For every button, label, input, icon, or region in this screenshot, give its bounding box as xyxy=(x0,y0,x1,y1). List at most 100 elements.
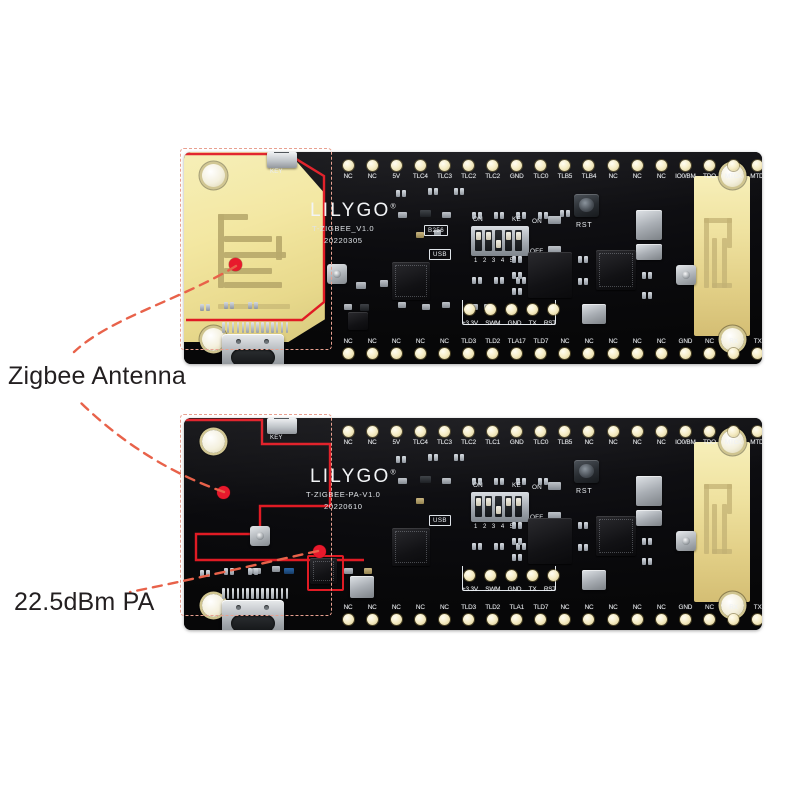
header-pad[interactable] xyxy=(511,348,523,359)
prog-pad[interactable] xyxy=(506,304,517,315)
reset-button[interactable] xyxy=(574,194,599,217)
header-pin[interactable]: TDO xyxy=(697,426,721,447)
header-pin[interactable]: TLD3 xyxy=(456,338,480,359)
header-pad[interactable] xyxy=(414,348,426,359)
prog-pad[interactable] xyxy=(464,304,475,315)
header-pad[interactable] xyxy=(438,426,450,437)
header-pad[interactable] xyxy=(655,426,667,437)
ufl-connector[interactable] xyxy=(327,264,347,284)
header-pad[interactable] xyxy=(631,426,643,437)
header-pin[interactable]: NC xyxy=(649,426,673,447)
header-pin[interactable]: NC xyxy=(336,426,360,447)
header-pad[interactable] xyxy=(342,426,354,437)
header-pad[interactable] xyxy=(631,160,643,171)
header-pin[interactable]: NC xyxy=(408,604,432,625)
header-pin[interactable]: MTDI xyxy=(746,426,762,447)
header-pin[interactable]: GND xyxy=(505,160,529,181)
header-pad[interactable] xyxy=(631,614,643,625)
prog-pad[interactable] xyxy=(485,304,496,315)
header-pad[interactable] xyxy=(438,348,450,359)
header-pin[interactable]: NC xyxy=(336,338,360,359)
header-pad[interactable] xyxy=(679,426,691,437)
header-pin[interactable]: MTDI xyxy=(746,160,762,181)
header-pin[interactable]: TLB4 xyxy=(577,160,601,181)
header-pad[interactable] xyxy=(487,348,499,359)
header-pin[interactable]: NC xyxy=(625,604,649,625)
header-pad[interactable] xyxy=(679,160,691,171)
header-top-row[interactable]: NCNC5VTLC4TLC3TLC2TLC1GNDTLC0TLB5NCNCNCN… xyxy=(336,426,762,447)
header-pad[interactable] xyxy=(511,614,523,625)
header-pin[interactable]: TLA1 xyxy=(505,604,529,625)
header-pad[interactable] xyxy=(607,160,619,171)
header-pad[interactable] xyxy=(752,160,762,171)
header-pin[interactable]: TLC0 xyxy=(529,426,553,447)
header-pad[interactable] xyxy=(487,614,499,625)
header-pad[interactable] xyxy=(414,426,426,437)
header-pin[interactable]: NC xyxy=(360,426,384,447)
header-pin[interactable]: NC xyxy=(432,604,456,625)
header-pad[interactable] xyxy=(655,348,667,359)
prog-header-pads[interactable] xyxy=(464,570,559,581)
header-pin[interactable]: TLD2 xyxy=(481,338,505,359)
header-pad[interactable] xyxy=(631,348,643,359)
header-pin[interactable]: NC xyxy=(577,426,601,447)
header-pin[interactable]: NC xyxy=(625,160,649,181)
header-pad[interactable] xyxy=(655,614,667,625)
header-pin[interactable]: GND xyxy=(673,338,697,359)
header-pin[interactable]: TX xyxy=(746,338,762,359)
header-pin[interactable]: NC xyxy=(601,160,625,181)
header-pad[interactable] xyxy=(583,348,595,359)
header-pad[interactable] xyxy=(559,426,571,437)
prog-pad[interactable] xyxy=(506,570,517,581)
header-pin[interactable]: IO0/BM xyxy=(673,160,697,181)
header-pad[interactable] xyxy=(366,160,378,171)
header-pin[interactable]: NC xyxy=(360,338,384,359)
header-pin[interactable]: TX xyxy=(746,604,762,625)
header-pin[interactable]: NC xyxy=(697,338,721,359)
prog-pad[interactable] xyxy=(548,304,559,315)
header-pin[interactable]: TLC2 xyxy=(481,160,505,181)
header-pad[interactable] xyxy=(438,614,450,625)
header-pin[interactable]: NC xyxy=(553,338,577,359)
header-pad[interactable] xyxy=(535,160,547,171)
header-pad[interactable] xyxy=(390,160,402,171)
header-pad[interactable] xyxy=(728,614,740,625)
header-pin[interactable]: NC xyxy=(601,604,625,625)
header-pin[interactable]: TLB5 xyxy=(553,160,577,181)
key-switch[interactable] xyxy=(267,418,297,434)
prog-pad[interactable] xyxy=(464,570,475,581)
header-pad[interactable] xyxy=(390,614,402,625)
header-pad[interactable] xyxy=(414,160,426,171)
header-pad[interactable] xyxy=(583,160,595,171)
header-pad[interactable] xyxy=(438,160,450,171)
header-pad[interactable] xyxy=(535,426,547,437)
header-pad[interactable] xyxy=(463,426,475,437)
ufl-connector[interactable] xyxy=(676,265,696,285)
header-pin[interactable]: TDO xyxy=(697,160,721,181)
header-pad[interactable] xyxy=(342,614,354,625)
header-pin[interactable]: TLC4 xyxy=(408,160,432,181)
header-pad[interactable] xyxy=(366,348,378,359)
header-pin[interactable]: TLD7 xyxy=(529,604,553,625)
header-pad[interactable] xyxy=(752,614,762,625)
header-pin[interactable]: TLD3 xyxy=(456,604,480,625)
header-pin[interactable]: RX xyxy=(722,338,746,359)
header-pin[interactable]: NC xyxy=(360,604,384,625)
reset-button[interactable] xyxy=(574,460,599,483)
header-pad[interactable] xyxy=(752,426,762,437)
ufl-antenna-connector[interactable] xyxy=(250,526,270,546)
header-pad[interactable] xyxy=(607,614,619,625)
header-pin[interactable]: NC xyxy=(577,338,601,359)
header-pin[interactable]: TLC2 xyxy=(456,426,480,447)
header-pad[interactable] xyxy=(728,160,740,171)
header-pad[interactable] xyxy=(535,348,547,359)
header-pad[interactable] xyxy=(559,614,571,625)
header-pin[interactable]: TLA17 xyxy=(505,338,529,359)
header-pin[interactable]: NC xyxy=(649,160,673,181)
header-pin[interactable]: GND xyxy=(673,604,697,625)
header-top-row[interactable]: NCNC5VTLC4TLC3TLC2TLC2GNDTLC0TLB5TLB4NCN… xyxy=(336,160,762,181)
header-pad[interactable] xyxy=(342,348,354,359)
header-pin[interactable]: NC xyxy=(384,604,408,625)
ufl-connector[interactable] xyxy=(676,531,696,551)
header-pin[interactable]: MTCK xyxy=(722,426,746,447)
